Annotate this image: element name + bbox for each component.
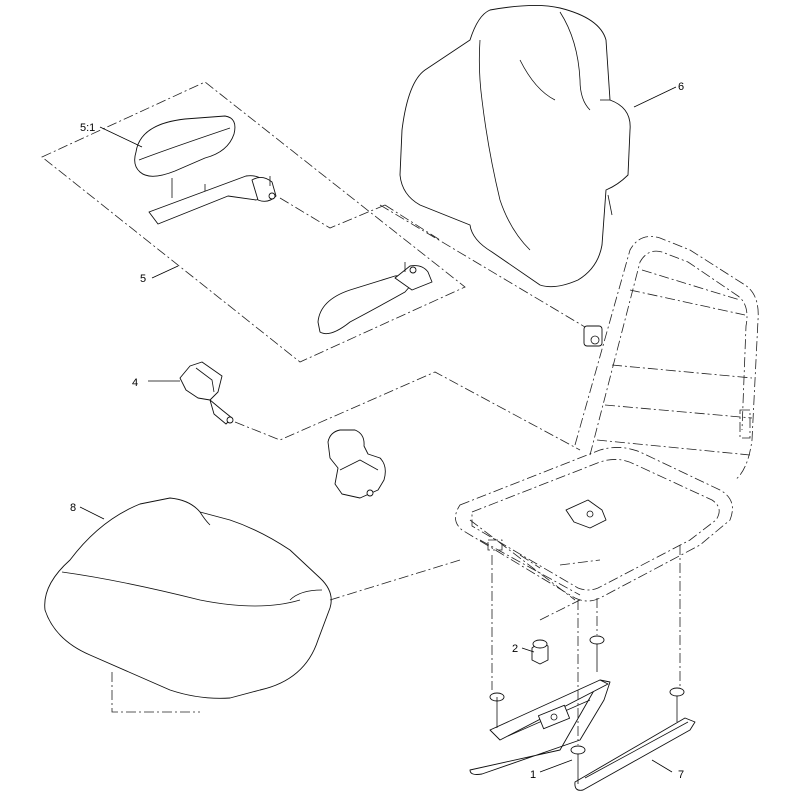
leader-8 [79, 506, 105, 520]
leader-7 [651, 759, 673, 773]
leader-1 [539, 759, 573, 773]
armrest-right [317, 275, 413, 335]
callout-2: 2 [512, 643, 518, 655]
seat-plate [565, 499, 607, 529]
armrest-kit-boundary [41, 81, 466, 363]
leader-5 [151, 265, 179, 279]
callout-1: 1 [530, 769, 536, 781]
callout-4: 4 [132, 377, 138, 389]
backrest-frame [574, 236, 759, 481]
callout-7: 7 [678, 769, 684, 781]
callout-8: 8 [70, 502, 76, 514]
seat-pan-frame [455, 447, 733, 602]
seat-belt-buckle [179, 361, 223, 401]
leader-5-1 [99, 126, 143, 148]
armrest-bracket-left [148, 175, 271, 225]
seat-slide-rail-right [574, 717, 696, 791]
leader-6 [633, 86, 677, 108]
armrest-pad [134, 115, 236, 177]
callout-5-1: 5:1 [80, 122, 95, 134]
callout-6: 6 [678, 81, 684, 93]
seat-cushion [44, 497, 332, 699]
seat-belt-retractor [327, 429, 386, 499]
leader-2 [521, 647, 535, 653]
callout-5: 5 [140, 273, 146, 285]
seat-back-cushion [399, 4, 631, 288]
